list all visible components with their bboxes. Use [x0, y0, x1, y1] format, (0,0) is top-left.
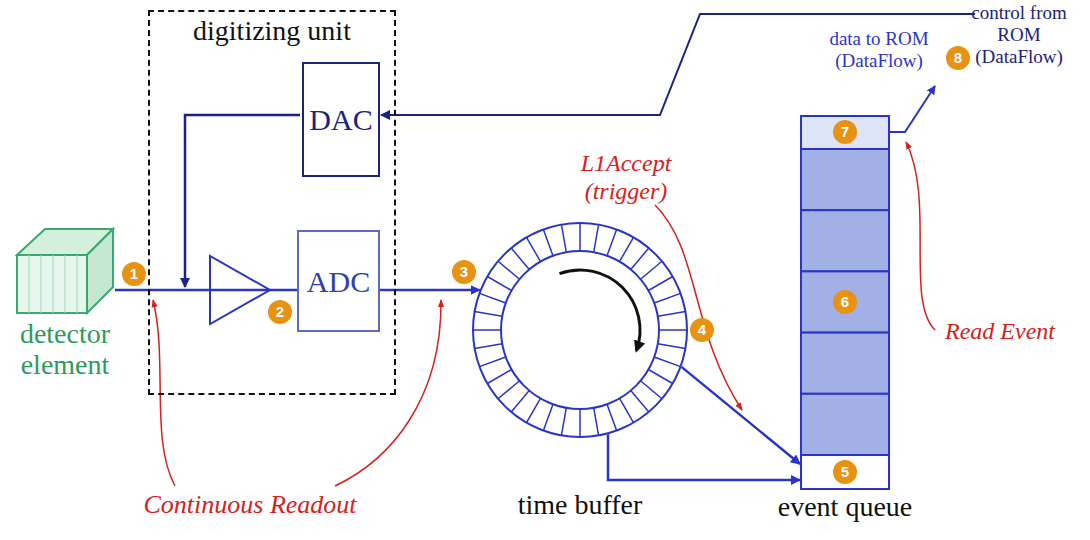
- leader-line: [153, 300, 175, 486]
- buffer-cell: [631, 391, 649, 412]
- buffer-cell: [475, 344, 503, 349]
- buffer-cell: [641, 381, 662, 399]
- cube-hatch: [41, 255, 42, 313]
- buffer-cell: [607, 404, 617, 430]
- buffer-cell: [473, 329, 501, 331]
- annotation-text: Continuous Readout: [110, 490, 390, 520]
- signal-connector: [608, 434, 800, 480]
- callout-number: 8: [946, 46, 970, 70]
- buffer-cell: [561, 225, 566, 253]
- annotation-text: L1Accept (trigger): [556, 150, 696, 205]
- callout-number: 4: [690, 318, 714, 342]
- callout-number: 1: [122, 262, 146, 286]
- node-label: DAC: [309, 103, 372, 136]
- cube-face: [17, 255, 87, 313]
- leader-line: [906, 142, 935, 330]
- buffer-cell: [487, 370, 511, 384]
- time-buffer: time buffer: [472, 222, 688, 521]
- buffer-cell: [487, 277, 511, 291]
- rotation-arrow: [560, 270, 641, 351]
- buffer-cell: [641, 261, 662, 279]
- buffer-cell: [607, 229, 617, 255]
- callout-number: 6: [833, 290, 857, 314]
- buffer-cell: [475, 311, 503, 316]
- buffer-cell: [511, 391, 529, 412]
- buffer-cell: [479, 293, 505, 303]
- buffer-cell: [579, 223, 581, 251]
- annotation-text: Read Event: [925, 318, 1075, 346]
- buffer-cell: [543, 404, 553, 430]
- buffer-cell: [511, 248, 529, 269]
- cube-hatch: [53, 255, 54, 313]
- buffer-cell: [659, 329, 687, 331]
- node-label: detector element: [10, 319, 120, 381]
- cube-hatch: [77, 255, 78, 313]
- buffer-cell: [654, 357, 680, 367]
- buffer-cell: [498, 381, 519, 399]
- buffer-cell: [527, 237, 541, 261]
- buffer-cell: [620, 398, 634, 422]
- cube-hatch: [29, 255, 30, 313]
- buffer-cell: [594, 225, 599, 253]
- annotation-text: control from ROM (DataFlow): [958, 2, 1080, 68]
- buffer-cell: [561, 408, 566, 436]
- signal-connector: [115, 289, 297, 292]
- dac-feedback-line: [185, 115, 300, 287]
- buffer-cell: [631, 248, 649, 269]
- buffer-cell: [543, 229, 553, 255]
- control-line: [381, 14, 975, 115]
- buffer-cell: [658, 344, 686, 349]
- digitizing-unit-box: digitizing unitDAC ADC: [148, 10, 396, 395]
- output-line: [890, 86, 935, 132]
- detector-cube: [15, 225, 115, 315]
- annotation-text: data to ROM (DataFlow): [818, 28, 940, 72]
- buffer-cell: [594, 408, 599, 436]
- callout-number: 5: [833, 460, 857, 484]
- buffer-cell: [479, 357, 505, 367]
- signal-connector: [682, 367, 801, 464]
- node-label: ADC: [307, 265, 370, 298]
- buffer-cell: [648, 277, 672, 291]
- node-label: time buffer: [472, 490, 688, 521]
- buffer-cell: [648, 370, 672, 384]
- callout-number: 2: [268, 300, 292, 324]
- adc-box: ADC: [297, 230, 380, 332]
- detector-node: detector element: [10, 225, 120, 381]
- cube-face: [87, 229, 113, 313]
- buffer-cell: [579, 409, 581, 437]
- callout-number: 7: [833, 120, 857, 144]
- ring-buffer: [472, 222, 688, 438]
- buffer-cell: [498, 261, 519, 279]
- node-label: event queue: [770, 492, 920, 523]
- node-label: digitizing unit: [150, 16, 394, 47]
- callout-number: 3: [452, 260, 476, 284]
- cube-hatch: [65, 255, 66, 313]
- dac-box: DAC: [302, 62, 380, 177]
- buffer-cell: [654, 293, 680, 303]
- buffer-cell: [620, 237, 634, 261]
- buffer-cell: [527, 398, 541, 422]
- buffer-cell: [658, 311, 686, 316]
